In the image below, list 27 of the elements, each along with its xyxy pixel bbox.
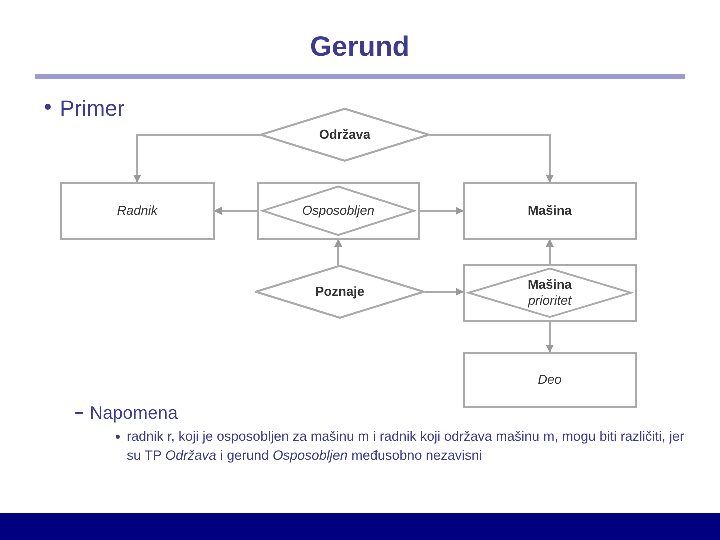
gerund-box — [463, 264, 637, 322]
bullet-heading: Primer — [60, 95, 125, 123]
node-label: Poznaje — [315, 284, 365, 300]
connector-arrow — [214, 207, 257, 215]
relationship-diamond — [260, 108, 430, 162]
gerund-box — [257, 182, 420, 240]
entity-box — [463, 352, 637, 408]
connector-arrow — [425, 288, 464, 296]
connector-arrow — [420, 207, 464, 215]
sub-bullet: Napomena — [90, 402, 178, 425]
connector-arrow — [430, 134, 554, 183]
relationship-diamond — [255, 265, 425, 319]
connector-arrow — [546, 322, 554, 353]
node-label: Mašina — [528, 202, 572, 220]
entity-box — [60, 182, 215, 240]
node-label: Osposobljen — [302, 202, 375, 220]
note-text: radnik r, koji je osposobljen za mašinu m i radnik koji održava mašinu m, mogu biti različiti, jer su TP Održava i gerund Osposobljen međusobno nezavisni — [127, 428, 686, 465]
connector-arrow — [134, 134, 260, 183]
node-label: Radnik — [117, 202, 158, 220]
connector-arrow — [334, 239, 342, 265]
connector-arrow — [546, 239, 554, 264]
node-label: Održava — [319, 126, 371, 144]
node-label: prioritet — [528, 293, 572, 310]
slide-title: Gerund — [310, 30, 410, 64]
node-label: Mašina — [528, 276, 572, 293]
node-label: Deo — [538, 372, 562, 388]
entity-box — [463, 182, 637, 240]
